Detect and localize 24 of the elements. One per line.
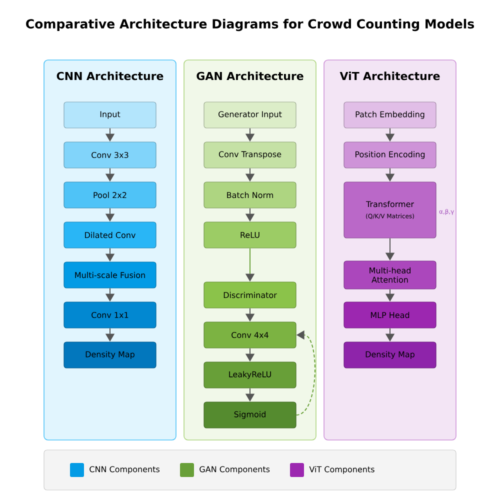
layer-box: Batch Norm bbox=[204, 182, 296, 208]
layer-box: Generator Input bbox=[204, 102, 296, 128]
layer-box: Discriminator bbox=[204, 282, 296, 308]
layer-box: Input bbox=[64, 102, 156, 128]
layer-box: Sigmoid bbox=[204, 402, 296, 428]
layer-box: Density Map bbox=[344, 342, 436, 368]
layer-box: MLP Head bbox=[344, 302, 436, 328]
layer-box: Dilated Conv bbox=[64, 222, 156, 248]
layer-box: Conv 3x3 bbox=[64, 142, 156, 168]
layer-box: Conv 1x1 bbox=[64, 302, 156, 328]
layer-box: Conv 4x4 bbox=[204, 322, 296, 348]
legend-label: CNN Components bbox=[90, 466, 160, 474]
layer-box: LeakyReLU bbox=[204, 362, 296, 388]
legend-label: GAN Components bbox=[200, 466, 270, 474]
layer-box: Position Encoding bbox=[344, 142, 436, 168]
layer-box: Multi-scale Fusion bbox=[64, 262, 156, 288]
layer-box: ReLU bbox=[204, 222, 296, 248]
layer-box: Pool 2x2 bbox=[64, 182, 156, 208]
title: Comparative Architecture Diagrams for Crowd Counting Models bbox=[26, 18, 474, 32]
layer-box: Patch Embedding bbox=[344, 102, 436, 128]
legend-label: ViT Components bbox=[309, 466, 374, 474]
layer-box: Density Map bbox=[64, 342, 156, 368]
layer-box: Conv Transpose bbox=[204, 142, 296, 168]
layer-box: Multi-head Attention bbox=[344, 260, 436, 290]
